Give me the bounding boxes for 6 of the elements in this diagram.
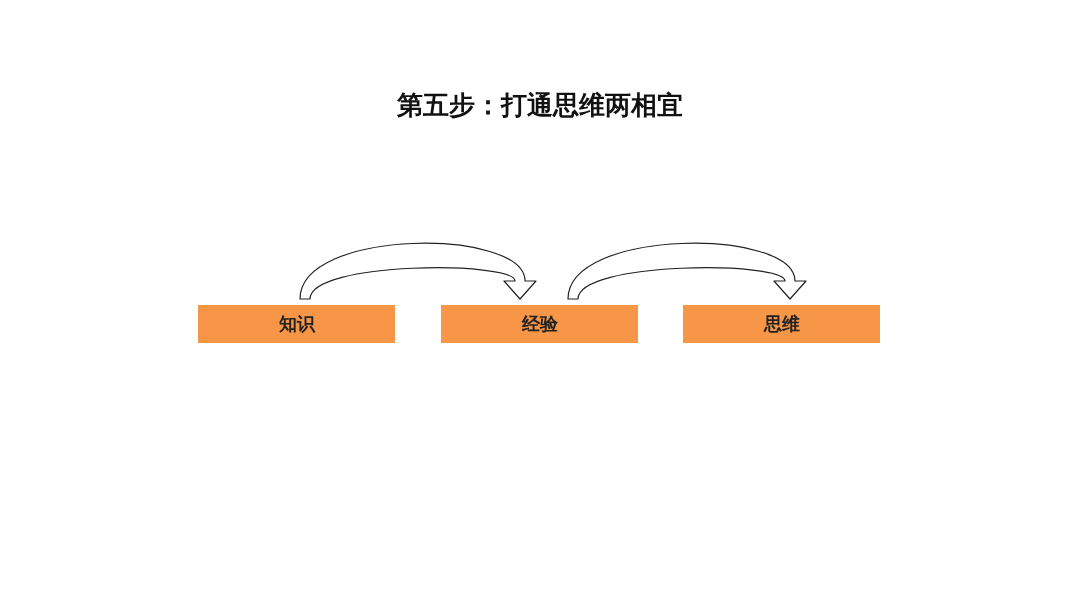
- process-box: 经验: [441, 305, 638, 343]
- process-box: 思维: [683, 305, 880, 343]
- process-box: 知识: [198, 305, 395, 343]
- curved-block-arrow: [299, 242, 537, 300]
- diagram-title: 第五步：打通思维两相宜: [396, 89, 684, 122]
- curved-block-arrow: [567, 242, 807, 300]
